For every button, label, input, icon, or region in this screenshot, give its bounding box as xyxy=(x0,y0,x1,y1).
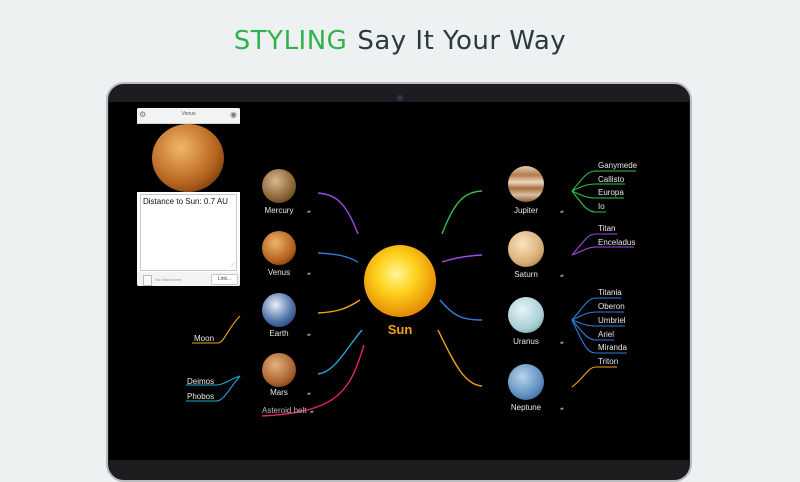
link-button[interactable]: Link... xyxy=(211,274,238,285)
node-venus[interactable]: Venus xyxy=(267,268,291,277)
leaf-titan[interactable]: Titan xyxy=(598,224,616,233)
resize-grip-icon[interactable]: ⟋ xyxy=(230,263,235,269)
branch-mercury xyxy=(317,192,359,235)
branch-uranus xyxy=(439,299,483,321)
headline-rest: Say It Your Way xyxy=(357,26,567,56)
leaf-deimos[interactable]: Deimos xyxy=(187,377,215,386)
sun-image xyxy=(364,245,436,317)
node-mercury[interactable]: Mercury xyxy=(264,206,294,215)
leaf-io[interactable]: Io xyxy=(598,202,605,211)
note-icon[interactable]: ▰ xyxy=(307,391,311,397)
node-sun[interactable]: Sun xyxy=(387,322,413,337)
earth-image[interactable] xyxy=(262,293,296,327)
branch-lines xyxy=(186,170,636,417)
note-icon[interactable]: ▰ xyxy=(307,332,311,338)
branch-saturn xyxy=(441,254,483,263)
headline-accent: STYLING xyxy=(233,26,348,56)
branch-asteroid xyxy=(261,344,365,417)
leaf-oberon[interactable]: Oberon xyxy=(598,302,625,311)
headline: STYLING Say It Your Way xyxy=(0,26,800,56)
venus-image[interactable] xyxy=(262,231,296,265)
mercury-image[interactable] xyxy=(262,169,296,203)
gear-icon[interactable]: ⚙ xyxy=(139,110,147,119)
leaf-ariel[interactable]: Ariel xyxy=(598,330,615,339)
popup-image xyxy=(137,124,240,192)
jupiter-image[interactable] xyxy=(508,166,544,202)
leaf-umbriel[interactable]: Umbriel xyxy=(598,316,626,325)
node-neptune[interactable]: Neptune xyxy=(510,403,542,412)
popup-footer: No Attachment Link... xyxy=(137,272,240,286)
node-earth[interactable]: Earth xyxy=(269,329,289,338)
leaf-ganymede[interactable]: Ganymede xyxy=(598,161,638,170)
node-mars[interactable]: Mars xyxy=(270,388,288,397)
popup-header: ⚙ Venus ◉ xyxy=(137,108,240,124)
note-icon[interactable]: ▰ xyxy=(310,409,314,415)
attachment-icon xyxy=(143,275,152,286)
note-textarea[interactable]: Distance to Sun: 0.7 AU ⟋ xyxy=(140,194,237,271)
leaf-callisto[interactable]: Callisto xyxy=(598,175,625,184)
note-text: Distance to Sun: 0.7 AU xyxy=(143,197,228,206)
uranus-image[interactable] xyxy=(508,297,544,333)
branch-venus xyxy=(317,252,359,263)
saturn-image[interactable] xyxy=(508,231,544,267)
venus-popup-image xyxy=(152,124,224,192)
node-jupiter[interactable]: Jupiter xyxy=(513,206,538,215)
node-uranus[interactable]: Uranus xyxy=(513,337,539,346)
leaf-titania[interactable]: Titania xyxy=(598,288,622,297)
mars-image[interactable] xyxy=(262,353,296,387)
note-icon[interactable]: ▰ xyxy=(560,273,564,279)
leaf-miranda[interactable]: Miranda xyxy=(598,343,627,352)
attachment-label: No Attachment xyxy=(155,277,182,282)
branch-jupiter xyxy=(441,190,483,235)
eye-icon[interactable]: ◉ xyxy=(230,110,237,119)
popup-title: Venus xyxy=(181,111,196,117)
branch-earth xyxy=(317,299,361,314)
leaf-triton[interactable]: Triton xyxy=(598,357,619,366)
note-icon[interactable]: ▰ xyxy=(560,406,564,412)
node-saturn[interactable]: Saturn xyxy=(514,270,538,279)
note-icon[interactable]: ▰ xyxy=(560,209,564,215)
note-icon[interactable]: ▰ xyxy=(560,340,564,346)
leaf-enceladus[interactable]: Enceladus xyxy=(598,238,636,247)
branch-neptune xyxy=(437,329,483,387)
camera-dot xyxy=(397,95,403,101)
note-icon[interactable]: ▰ xyxy=(307,271,311,277)
leaf-europa[interactable]: Europa xyxy=(598,188,624,197)
leaf-phobos[interactable]: Phobos xyxy=(187,392,215,401)
note-popup[interactable]: ⚙ Venus ◉ Distance to Sun: 0.7 AU ⟋ No A… xyxy=(137,108,240,286)
note-icon[interactable]: ▰ xyxy=(307,209,311,215)
branch-mars xyxy=(317,329,363,375)
node-asteroid-belt[interactable]: Asteroid belt xyxy=(262,406,307,415)
leaf-moon[interactable]: Moon xyxy=(194,334,215,343)
neptune-image[interactable] xyxy=(508,364,544,400)
